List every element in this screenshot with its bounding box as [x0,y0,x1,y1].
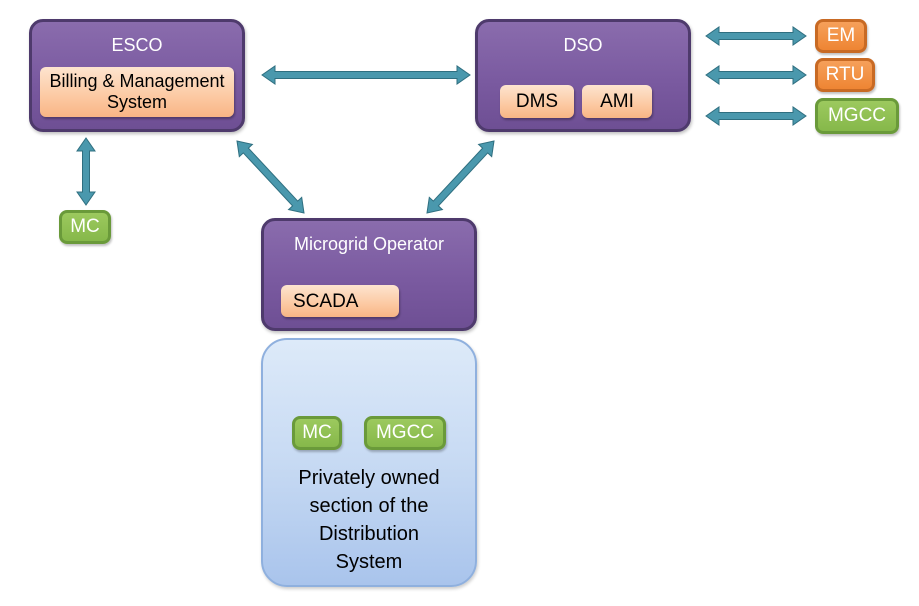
dms-component: DMS [500,85,574,118]
dso-box: DSO DMS AMI [475,19,691,132]
mgcc-device-private: MGCC [364,416,446,450]
mc-device-esco: MC [59,210,111,244]
arrow-dso-em [705,26,807,46]
ami-label: AMI [600,91,634,112]
arrow-dso-operator [426,140,495,214]
dso-title: DSO [563,35,603,55]
rtu-label: RTU [825,64,865,85]
private-section-region: Privately owned section of the Distribut… [261,338,477,587]
esco-title: ESCO [111,35,163,55]
mgcc-private-label: MGCC [375,422,435,443]
mgcc-dso-label: MGCC [827,105,887,126]
esco-box: ESCO Billing & Management System [29,19,245,132]
private-section-label: Privately owned section of the Distribut… [298,467,440,573]
mc-device-private: MC [292,416,342,450]
mgcc-device-dso: MGCC [815,98,899,134]
arrow-esco-dso [261,65,471,85]
arrow-dso-mgcc [705,106,807,126]
em-device: EM [815,19,867,53]
arrow-dso-rtu [705,65,807,85]
dms-label: DMS [515,91,559,112]
mc-private-label: MC [302,422,332,443]
arrow-esco-operator [236,140,305,214]
ami-component: AMI [582,85,652,118]
microgrid-operator-title: Microgrid Operator [293,234,445,254]
microgrid-operator-box: Microgrid Operator SCADA [261,218,477,331]
scada-label: SCADA [293,290,359,312]
mc-esco-label: MC [70,216,100,237]
em-label: EM [826,25,856,46]
scada-component: SCADA [281,285,399,317]
billing-management-system-label: Billing & Management System [49,71,225,112]
arrow-esco-mc [76,137,96,206]
billing-management-system: Billing & Management System [40,67,234,117]
rtu-device: RTU [815,58,875,92]
